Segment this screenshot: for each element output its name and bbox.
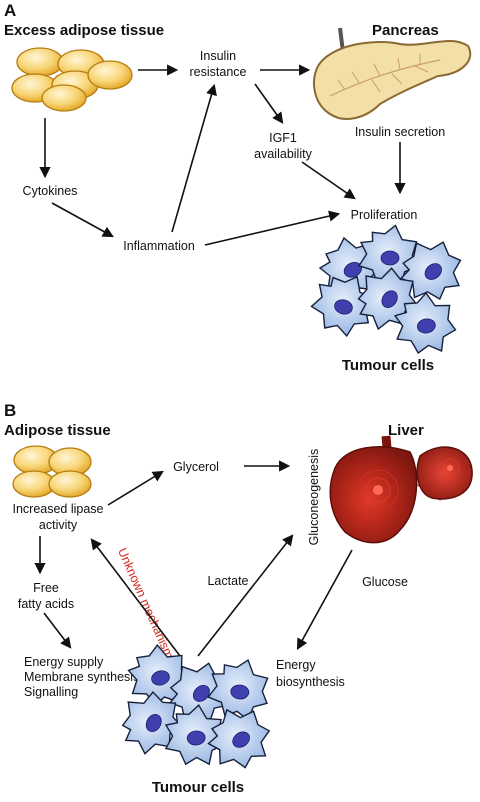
arrow-inflammation-to-insulin-resistance	[171, 83, 217, 233]
arrow-inflammation-to-proliferation	[204, 210, 341, 246]
energy-biosynthesis-line1: Energy	[276, 658, 316, 672]
panel-a-letter: A	[4, 1, 16, 20]
pancreas-title: Pancreas	[372, 22, 439, 39]
tumour-cells-title-a: Tumour cells	[342, 357, 434, 374]
lipase-line2: activity	[39, 518, 78, 532]
liver-title: Liver	[388, 422, 424, 439]
adipose-tissue-title: Adipose tissue	[4, 422, 111, 439]
tumour-cluster-a	[299, 214, 470, 362]
free-fatty-acids-line1: Free	[33, 581, 59, 595]
tumour-cluster-b	[107, 640, 282, 776]
cytokines-label: Cytokines	[23, 184, 78, 198]
panel-b-letter: B	[4, 401, 16, 420]
arrow-tumour-to-liver	[197, 534, 294, 657]
energy-biosynthesis-line2: biosynthesis	[276, 675, 345, 689]
energy-supply-line1: Energy supply	[24, 655, 104, 669]
energy-supply-line3: Signalling	[24, 685, 78, 699]
panel-b-arrows	[34, 460, 353, 657]
insulin-secretion-label: Insulin secretion	[355, 125, 445, 139]
gluconeogenesis-label: Gluconeogenesis	[307, 449, 321, 546]
arrow-free-fatty-acids-to-energy-supply	[43, 612, 72, 649]
insulin-resistance-line1: Insulin	[200, 49, 236, 63]
arrow-lipase-to-glycerol	[107, 470, 164, 506]
adipocyte-cluster-b	[12, 445, 92, 498]
arrow-tumour-to-lipase	[90, 538, 181, 657]
glycerol-label: Glycerol	[173, 460, 219, 474]
glucose-label: Glucose	[362, 575, 408, 589]
igf1-line2: availability	[254, 147, 312, 161]
lipase-line1: Increased lipase	[12, 502, 103, 516]
pancreas-illustration	[313, 27, 472, 120]
arrow-insulin-resistance-to-igf1	[254, 83, 284, 124]
arrow-igf1-to-proliferation	[301, 161, 356, 200]
lactate-label: Lactate	[207, 574, 248, 588]
insulin-resistance-line2: resistance	[190, 65, 247, 79]
tumour-cells-title-b: Tumour cells	[152, 779, 244, 796]
panel-a-arrows	[39, 64, 406, 246]
igf1-line1: IGF1	[269, 131, 297, 145]
free-fatty-acids-line2: fatty acids	[18, 597, 74, 611]
arrow-liver-to-energy-biosynthesis	[296, 549, 353, 650]
adipocyte-cluster-a	[11, 47, 133, 112]
inflammation-label: Inflammation	[123, 239, 195, 253]
proliferation-label: Proliferation	[351, 208, 418, 222]
unknown-mechanism-label: Unknown mechanism	[115, 546, 176, 661]
liver-illustration	[329, 435, 473, 544]
energy-supply-line2: Membrane synthesis	[24, 670, 139, 684]
excess-adipose-title: Excess adipose tissue	[4, 22, 164, 39]
arrow-cytokines-to-inflammation	[51, 202, 114, 238]
